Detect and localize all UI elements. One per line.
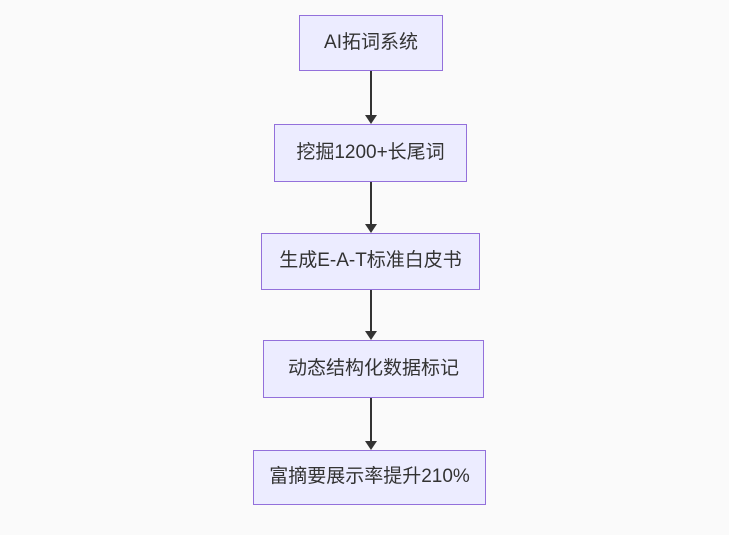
arrow-shaft	[369, 290, 372, 331]
arrow-shaft	[369, 71, 372, 115]
flow-node-longtail-keywords: 挖掘1200+长尾词	[274, 124, 467, 182]
arrow-shaft	[369, 182, 372, 224]
arrowhead-icon	[364, 224, 377, 233]
flow-node-ai-keyword-system: AI拓词系统	[299, 15, 443, 71]
arrow-down-icon	[364, 182, 377, 233]
flow-node-rich-snippet-rate: 富摘要展示率提升210%	[253, 450, 486, 505]
flow-node-eat-whitepaper: 生成E-A-T标准白皮书	[261, 233, 480, 290]
arrow-down-icon	[364, 398, 377, 450]
arrowhead-icon	[364, 115, 377, 124]
arrowhead-icon	[364, 441, 377, 450]
arrow-down-icon	[364, 290, 377, 340]
flow-node-structured-data: 动态结构化数据标记	[263, 340, 484, 398]
arrow-shaft	[369, 398, 372, 441]
arrowhead-icon	[364, 331, 377, 340]
arrow-down-icon	[364, 71, 377, 124]
